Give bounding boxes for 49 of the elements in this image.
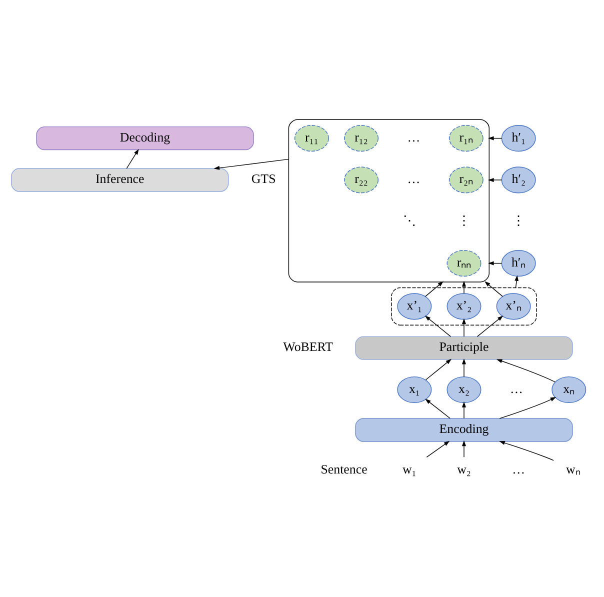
arrow — [462, 402, 466, 419]
arrow — [462, 358, 466, 378]
arrow — [214, 158, 290, 170]
label: WoBERT — [283, 339, 334, 354]
arrow — [514, 275, 519, 288]
arrow — [496, 359, 556, 382]
arrow — [462, 440, 466, 458]
node-box: Participle — [355, 336, 573, 360]
arrow — [424, 316, 452, 337]
node-text: wₙ — [566, 461, 580, 476]
node-box: Encoding — [355, 418, 573, 442]
arrow — [425, 398, 450, 419]
node-ellipse: xₙ — [552, 376, 586, 404]
arrow — [499, 441, 554, 461]
arrow — [126, 148, 139, 169]
node-ellipse: r₂₂ — [344, 166, 378, 194]
label: ⋮ — [512, 212, 526, 228]
node-ellipse: h′ₙ — [501, 250, 536, 277]
arrow — [425, 281, 444, 297]
label: ⋮ — [457, 212, 470, 228]
label: Sentence — [320, 461, 368, 476]
node-box: Inference — [11, 168, 229, 192]
label: … — [407, 129, 420, 144]
node-ellipse: h′₁ — [501, 125, 536, 152]
node-ellipse: x’₂ — [446, 293, 482, 320]
node-text: w₁ — [402, 461, 416, 476]
node-ellipse: r₁ₙ — [448, 125, 484, 152]
label: GTS — [251, 171, 276, 186]
label: … — [512, 461, 526, 476]
node-ellipse: rₙₙ — [446, 250, 482, 277]
arrow — [476, 316, 504, 337]
node-ellipse: r₁₁ — [294, 125, 329, 152]
label: … — [510, 380, 523, 396]
arrow — [426, 440, 450, 458]
arrow — [488, 178, 502, 182]
arrow — [484, 281, 503, 297]
arrow — [425, 358, 452, 380]
node-box: Decoding — [36, 126, 254, 150]
node-text: w₂ — [457, 461, 471, 476]
node-ellipse: r₂ₙ — [448, 166, 484, 194]
arrow — [462, 318, 466, 337]
cluster — [288, 119, 490, 282]
label: ⋱ — [402, 212, 416, 228]
node-ellipse: h′₂ — [501, 166, 536, 194]
node-ellipse: x₂ — [446, 376, 482, 404]
label: … — [407, 171, 420, 186]
arrow — [499, 397, 556, 419]
node-ellipse: r₁₂ — [344, 125, 378, 152]
arrow — [462, 280, 466, 294]
